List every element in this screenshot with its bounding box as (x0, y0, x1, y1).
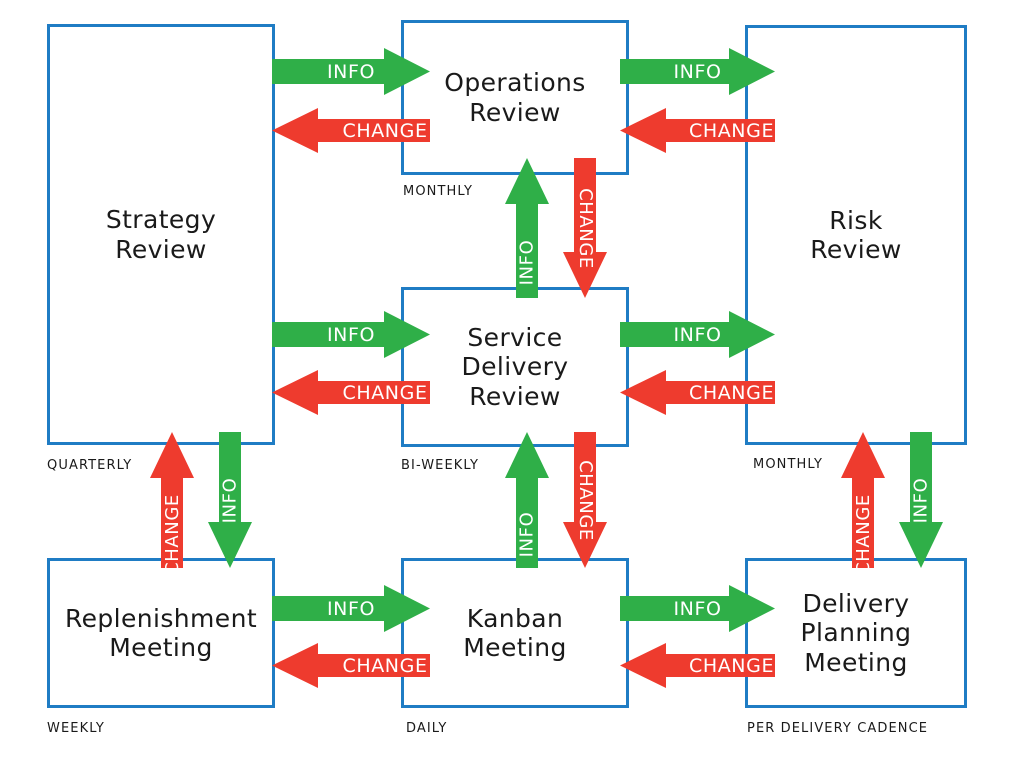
arrow-risk-to-operations-change[interactable]: CHANGE (620, 108, 775, 153)
arrow-service-delivery-to-strategy-change[interactable]: CHANGE (272, 370, 430, 415)
arrow-replenishment-to-kanban-info[interactable]: INFO (272, 585, 430, 632)
box-title-replenishment-meeting: Replenishment Meeting (64, 603, 258, 663)
arrow-service-delivery-to-kanban-change[interactable]: CHANGE (563, 432, 607, 568)
cadence-label-replenishment-meeting: WEEKLY (47, 721, 105, 736)
cadence-label-delivery-planning-meeting: PER DELIVERY CADENCE (747, 721, 929, 736)
box-strategy-review[interactable]: Strategy Review (47, 24, 275, 445)
arrow-kanban-to-service-delivery-info[interactable]: INFO (505, 432, 549, 568)
arrow-operations-to-risk-info[interactable]: INFO (620, 48, 775, 95)
box-risk-review[interactable]: Risk Review (745, 25, 967, 445)
arrow-replenishment-to-strategy-change[interactable]: CHANGE (150, 432, 194, 574)
arrow-service-delivery-to-operations-info[interactable]: INFO (505, 158, 549, 298)
arrow-strategy-to-replenishment-info[interactable]: INFO (208, 432, 252, 568)
box-service-delivery-review[interactable]: Service Delivery Review (401, 287, 629, 447)
box-title-operations-review: Operations Review (444, 68, 586, 127)
box-operations-review[interactable]: Operations Review (401, 20, 629, 175)
arrow-strategy-to-service-delivery-info[interactable]: INFO (272, 311, 430, 358)
box-title-kanban-meeting: Kanban Meeting (463, 603, 567, 663)
arrow-kanban-to-replenishment-change[interactable]: CHANGE (272, 643, 430, 688)
arrow-strategy-to-operations-info[interactable]: INFO (272, 48, 430, 95)
arrow-risk-to-service-delivery-change[interactable]: CHANGE (620, 370, 775, 415)
box-title-risk-review: Risk Review (810, 205, 902, 265)
box-title-strategy-review: Strategy Review (105, 205, 217, 264)
cadence-label-kanban-meeting: DAILY (406, 721, 448, 736)
arrow-risk-to-delivery-planning-info[interactable]: INFO (899, 432, 943, 568)
box-kanban-meeting[interactable]: Kanban Meeting (401, 558, 629, 708)
cadence-label-service-delivery-review: BI-WEEKLY (401, 458, 480, 473)
box-title-delivery-planning-meeting: Delivery Planning Meeting (800, 588, 912, 677)
arrow-operations-to-strategy-change[interactable]: CHANGE (272, 108, 430, 153)
cadence-label-risk-review: MONTHLY (753, 457, 824, 472)
cadence-label-strategy-review: QUARTERLY (47, 458, 133, 473)
box-delivery-planning-meeting[interactable]: Delivery Planning Meeting (745, 558, 967, 708)
arrow-delivery-planning-to-risk-change[interactable]: CHANGE (841, 432, 885, 574)
arrow-operations-to-service-delivery-change[interactable]: CHANGE (563, 158, 607, 298)
box-replenishment-meeting[interactable]: Replenishment Meeting (47, 558, 275, 708)
arrow-delivery-planning-to-kanban-change[interactable]: CHANGE (620, 643, 775, 688)
box-title-service-delivery-review: Service Delivery Review (461, 322, 569, 411)
cadence-label-operations-review: MONTHLY (403, 184, 474, 199)
arrow-service-delivery-to-risk-info[interactable]: INFO (620, 311, 775, 358)
arrow-kanban-to-delivery-planning-info[interactable]: INFO (620, 585, 775, 632)
